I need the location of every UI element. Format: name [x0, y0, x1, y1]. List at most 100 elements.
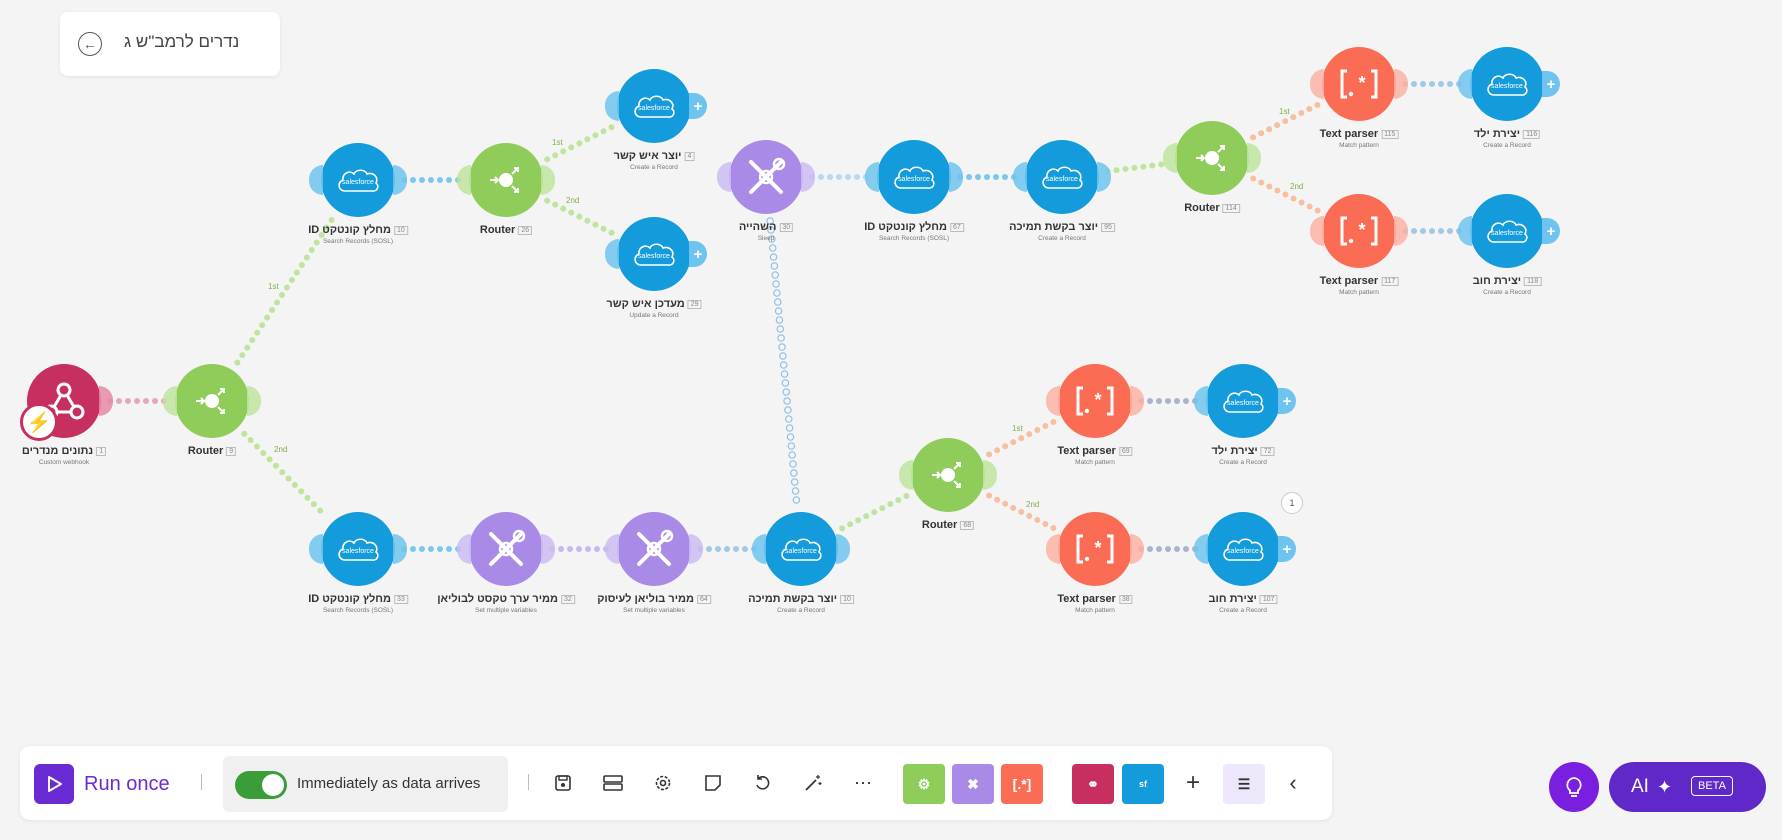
output-handle[interactable]: [541, 165, 555, 195]
module-sf-child-top[interactable]: salesforce+: [1458, 47, 1560, 121]
module-subtitle: Create a Record: [630, 164, 678, 171]
output-handle[interactable]: [1247, 143, 1261, 173]
more-icon[interactable]: ⋯: [854, 772, 872, 793]
add-module-icon[interactable]: +: [1542, 218, 1560, 244]
output-handle[interactable]: [393, 534, 407, 564]
connection-dot: [584, 136, 591, 143]
connection-dot: [778, 343, 786, 351]
module-sf-debt-bottom[interactable]: salesforce+: [1194, 512, 1296, 586]
module-sf-search-mid[interactable]: salesforce: [865, 140, 963, 214]
module-id-badge: 64: [697, 594, 711, 604]
module-sf-search-top[interactable]: salesforce: [309, 143, 407, 217]
magic-wand-icon[interactable]: [798, 768, 828, 798]
output-handle[interactable]: [1394, 69, 1408, 99]
input-handle: [1194, 386, 1208, 416]
output-handle[interactable]: [541, 534, 555, 564]
add-module-icon[interactable]: +: [1542, 71, 1560, 97]
connection-dot: [785, 424, 794, 432]
module-router-top[interactable]: [457, 143, 555, 217]
flow-control-tile[interactable]: ⚙: [903, 764, 945, 804]
module-subtitle: Set multiple variables: [623, 607, 685, 614]
scenario-name[interactable]: נדרים לרמב"ש ג: [124, 32, 240, 51]
module-text-parser-3[interactable]: *: [1046, 364, 1144, 438]
module-router-bottom[interactable]: [899, 438, 997, 512]
module-router-main[interactable]: [163, 364, 261, 438]
router-icon: [486, 160, 526, 200]
module-sf-create-case-top[interactable]: salesforce: [1013, 140, 1111, 214]
connection-dot: [274, 299, 281, 306]
output-handle[interactable]: [99, 386, 113, 416]
input-handle: [717, 162, 731, 192]
module-sf-search-bottom[interactable]: salesforce: [309, 512, 407, 586]
output-handle[interactable]: [983, 460, 997, 490]
webhooks-tile[interactable]: ⚭: [1072, 764, 1114, 804]
route-label[interactable]: 1st: [552, 138, 563, 147]
module-set-vars-1[interactable]: [457, 512, 555, 586]
route-label[interactable]: 1st: [268, 282, 279, 291]
module-sf-update-contact[interactable]: salesforce +: [605, 217, 707, 291]
module-id-badge: 32: [561, 594, 575, 604]
checklist-icon[interactable]: ☰: [1223, 764, 1265, 804]
text-parser-tile[interactable]: [.*]: [1001, 764, 1043, 804]
module-text-parser-4[interactable]: *: [1046, 512, 1144, 586]
connection-dot: [777, 334, 785, 342]
salesforce-tile[interactable]: sf: [1122, 764, 1164, 804]
settings-icon[interactable]: [648, 768, 678, 798]
output-handle[interactable]: [801, 162, 815, 192]
module-sf-child-bottom[interactable]: salesforce+: [1194, 364, 1296, 438]
salesforce-icon: salesforce: [631, 239, 677, 269]
module-text-parser-1[interactable]: *: [1310, 47, 1408, 121]
route-label[interactable]: 2nd: [1290, 182, 1304, 191]
add-module-icon[interactable]: +: [1278, 388, 1296, 414]
run-once-button[interactable]: Run once: [34, 764, 170, 804]
module-router-right-top[interactable]: [1163, 121, 1261, 195]
output-handle[interactable]: [247, 386, 261, 416]
output-handle[interactable]: [1130, 534, 1144, 564]
module-sf-debt-top[interactable]: salesforce+: [1458, 194, 1560, 268]
output-handle[interactable]: [393, 165, 407, 195]
add-module-icon[interactable]: +: [1278, 536, 1296, 562]
save-icon[interactable]: [548, 768, 578, 798]
output-handle[interactable]: [1130, 386, 1144, 416]
operations-count-badge[interactable]: 1: [1281, 492, 1303, 514]
back-arrow-icon[interactable]: ←: [78, 32, 102, 56]
schedule-setting[interactable]: Immediately as data arrives: [223, 756, 508, 812]
ai-assistant-button[interactable]: AI ✦ BETA: [1609, 762, 1766, 812]
add-icon[interactable]: +: [1185, 769, 1200, 796]
route-label[interactable]: 2nd: [1026, 500, 1040, 509]
output-handle[interactable]: [836, 534, 850, 564]
output-handle[interactable]: [689, 534, 703, 564]
output-handle[interactable]: [1097, 162, 1111, 192]
module-sf-create-case-bottom[interactable]: salesforce: [752, 512, 850, 586]
undo-icon[interactable]: [748, 768, 778, 798]
route-label[interactable]: 2nd: [566, 196, 580, 205]
export-icon[interactable]: [598, 768, 628, 798]
add-module-icon[interactable]: +: [689, 241, 707, 267]
lightbulb-icon[interactable]: [1549, 762, 1599, 812]
svg-text:salesforce: salesforce: [1046, 176, 1078, 183]
module-webhook[interactable]: [27, 364, 113, 438]
output-handle[interactable]: [1394, 216, 1408, 246]
notes-icon[interactable]: [698, 768, 728, 798]
module-text-parser-2[interactable]: *: [1310, 194, 1408, 268]
output-handle[interactable]: [949, 162, 963, 192]
collapse-icon[interactable]: ‹: [1289, 770, 1297, 795]
add-module-icon[interactable]: +: [689, 93, 707, 119]
connection-dot: [266, 456, 273, 463]
route-label[interactable]: 1st: [1012, 424, 1023, 433]
connection-dot: [1147, 398, 1153, 404]
connection-dot: [772, 280, 780, 288]
module-set-vars-2[interactable]: [605, 512, 703, 586]
route-label[interactable]: 1st: [1279, 107, 1290, 116]
connection-dot: [715, 546, 721, 552]
route-label[interactable]: 2nd: [274, 445, 288, 454]
module-sleep[interactable]: [717, 140, 815, 214]
schedule-toggle[interactable]: [235, 771, 287, 799]
module-sf-create-contact[interactable]: salesforce+: [605, 69, 707, 143]
tools-tile[interactable]: ✖: [952, 764, 994, 804]
connection-dot: [706, 546, 712, 552]
connection-dot: [288, 277, 295, 284]
module-subtitle: Search Records (SOSL): [878, 235, 950, 242]
